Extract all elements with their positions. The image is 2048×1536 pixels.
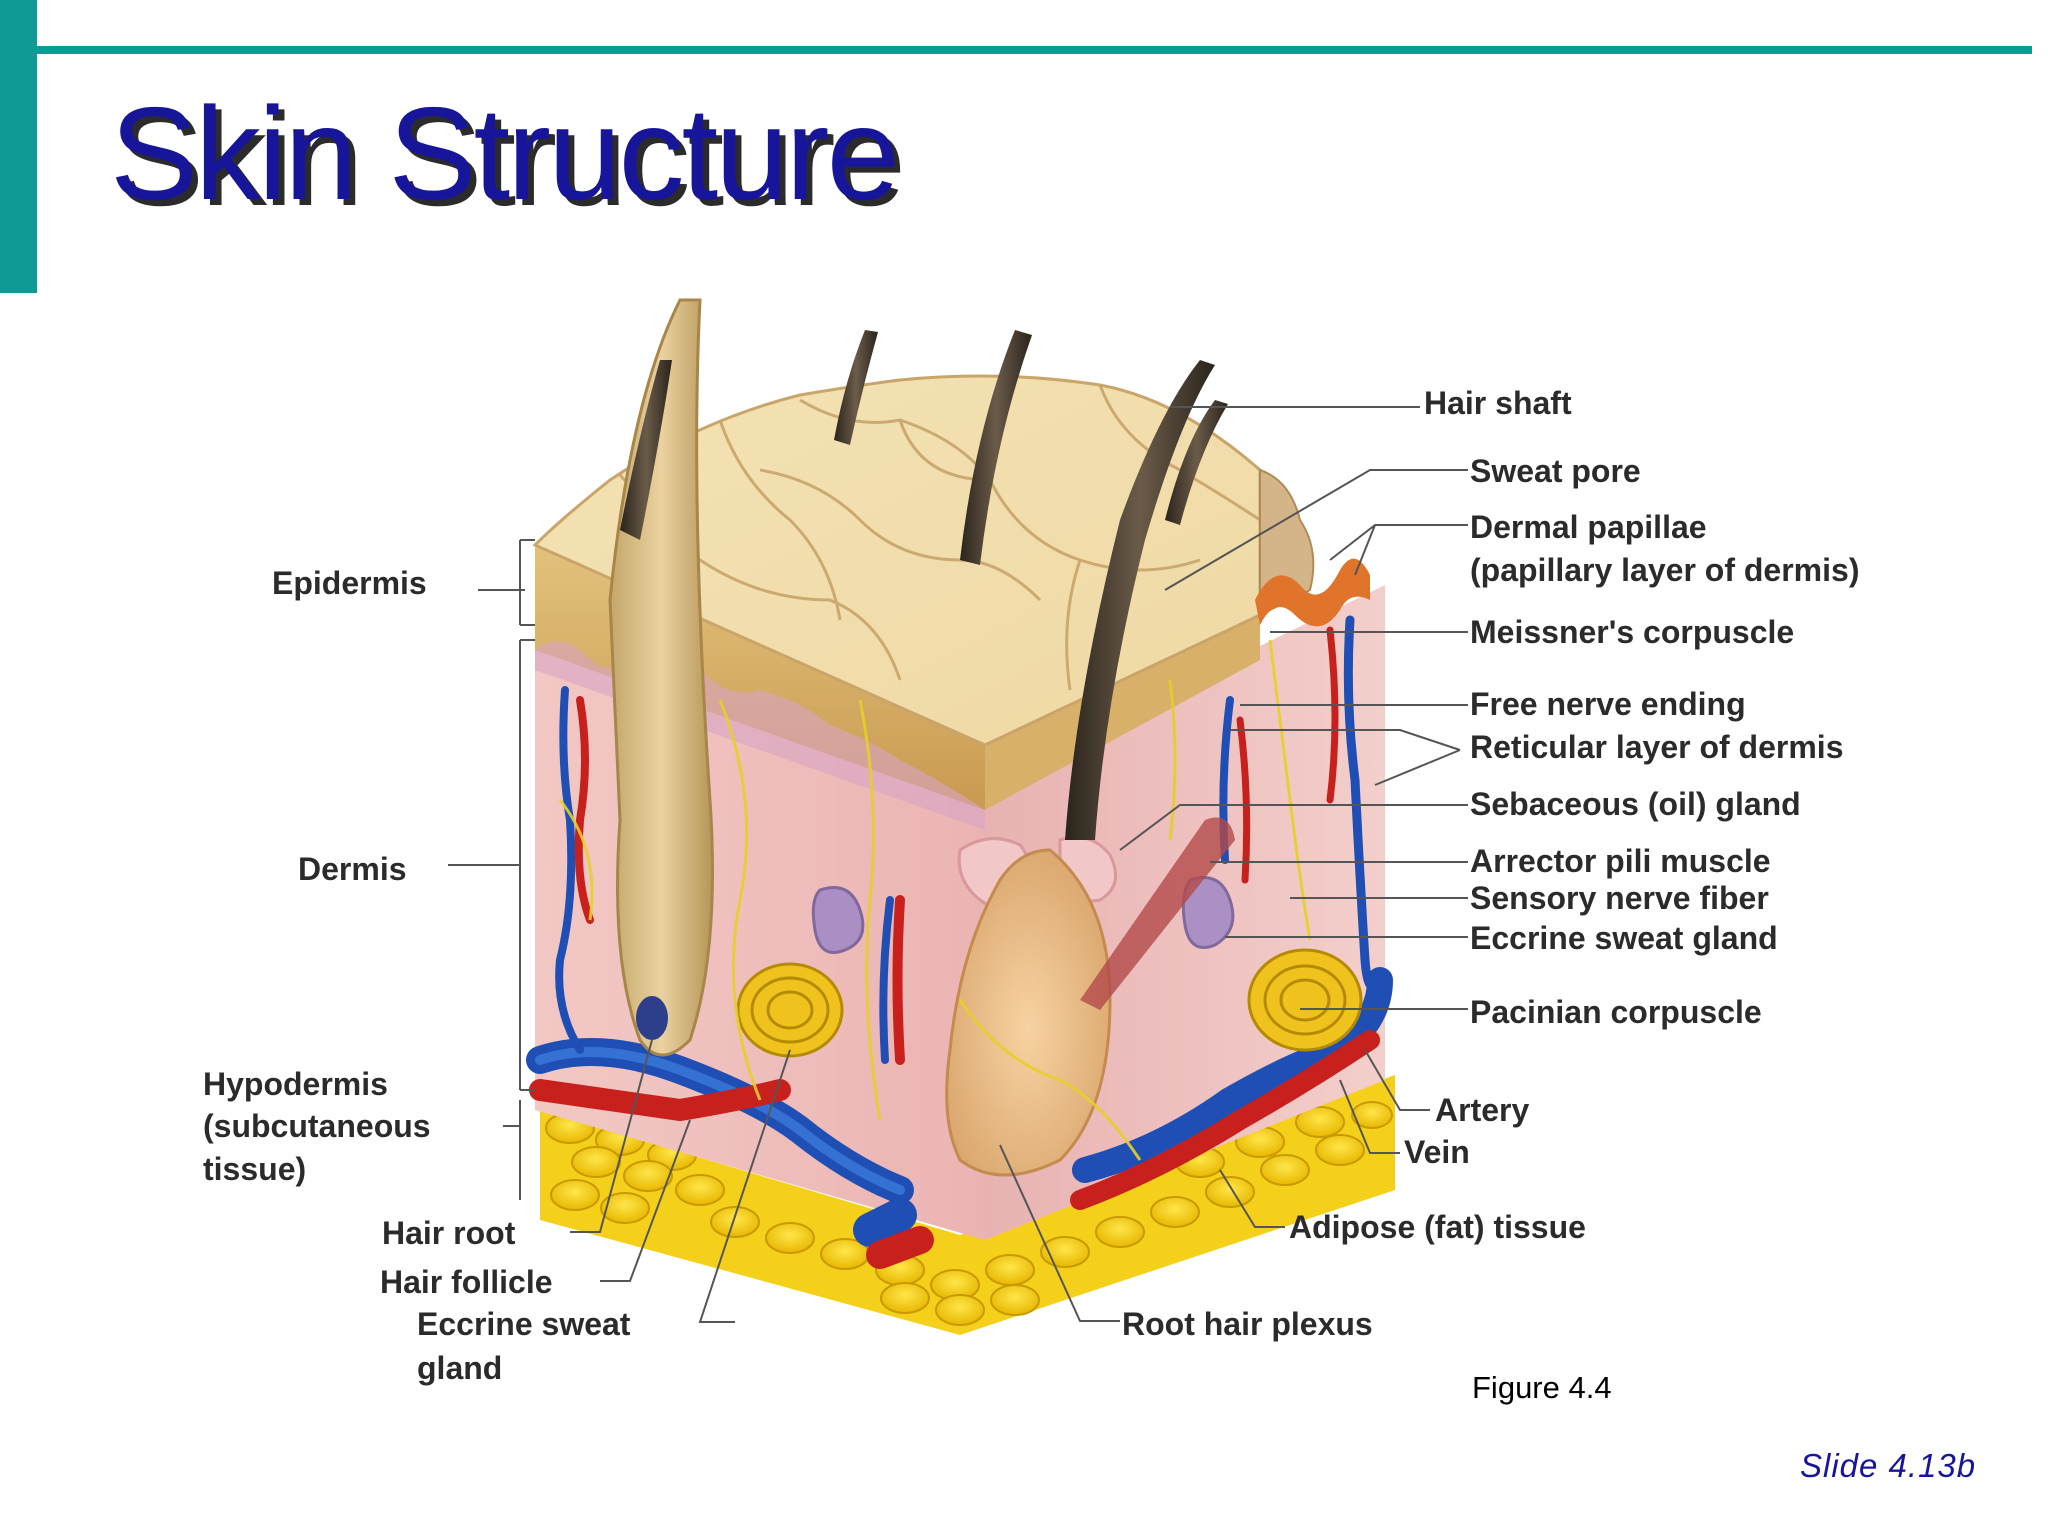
skin-surface — [532, 374, 1262, 747]
label-dermal-papillae-line2: (papillary layer of dermis) — [1470, 552, 1860, 588]
blood-vessels — [526, 615, 1393, 1269]
label-dermal-papillae-line1: Dermal papillae — [1470, 509, 1707, 545]
label-sensory-nerve-fiber: Sensory nerve fiber — [1470, 880, 1769, 916]
label-hypodermis-line3: tissue) — [203, 1151, 307, 1187]
nerve-fibers — [558, 639, 1312, 1161]
slide-title: Skin Structure — [110, 80, 900, 227]
label-hypodermis-line2: (subcutaneous — [203, 1108, 431, 1144]
slide-number: Slide 4.13b — [1800, 1447, 1977, 1484]
label-root-hair-plexus: Root hair plexus — [1122, 1306, 1373, 1342]
epidermis-right-face — [985, 615, 1260, 810]
label-sebaceous-gland: Sebaceous (oil) gland — [1470, 786, 1801, 822]
surface-ridges — [618, 384, 1261, 691]
label-reticular-layer: Reticular layer of dermis — [1470, 729, 1844, 765]
label-dermis: Dermis — [298, 851, 407, 887]
eccrine-sweat-gland-shapes — [811, 876, 1235, 954]
label-hair-shaft: Hair shaft — [1424, 385, 1572, 421]
label-eccrine-sweat-gland-right: Eccrine sweat gland — [1470, 920, 1778, 956]
label-arrector-pili: Arrector pili muscle — [1470, 843, 1771, 879]
label-free-nerve-ending: Free nerve ending — [1470, 686, 1746, 722]
label-eccrine-sweat-gland-left-line2: gland — [417, 1350, 503, 1386]
arrector-pili-shape — [1080, 817, 1235, 1010]
accent-bar — [0, 0, 37, 293]
label-eccrine-sweat-gland-left-line1: Eccrine sweat — [417, 1306, 631, 1342]
pacinian-corpuscle-shapes — [736, 948, 1363, 1058]
label-epidermis: Epidermis — [272, 565, 427, 601]
label-adipose-tissue: Adipose (fat) tissue — [1289, 1209, 1586, 1245]
hair-root-left — [636, 996, 668, 1040]
accent-line — [37, 46, 2032, 54]
hair-shafts — [620, 330, 1228, 840]
label-vein: Vein — [1404, 1134, 1470, 1170]
label-sweat-pore: Sweat pore — [1470, 453, 1641, 489]
label-meissners-corpuscle: Meissner's corpuscle — [1470, 614, 1795, 650]
label-hair-root: Hair root — [382, 1215, 516, 1251]
figure-caption: Figure 4.4 — [1472, 1370, 1612, 1405]
leader-lines — [448, 406, 1468, 1323]
label-pacinian-corpuscle: Pacinian corpuscle — [1470, 994, 1762, 1030]
label-artery: Artery — [1435, 1092, 1530, 1128]
label-hypodermis-line1: Hypodermis — [203, 1066, 388, 1102]
label-hair-follicle: Hair follicle — [380, 1264, 553, 1300]
